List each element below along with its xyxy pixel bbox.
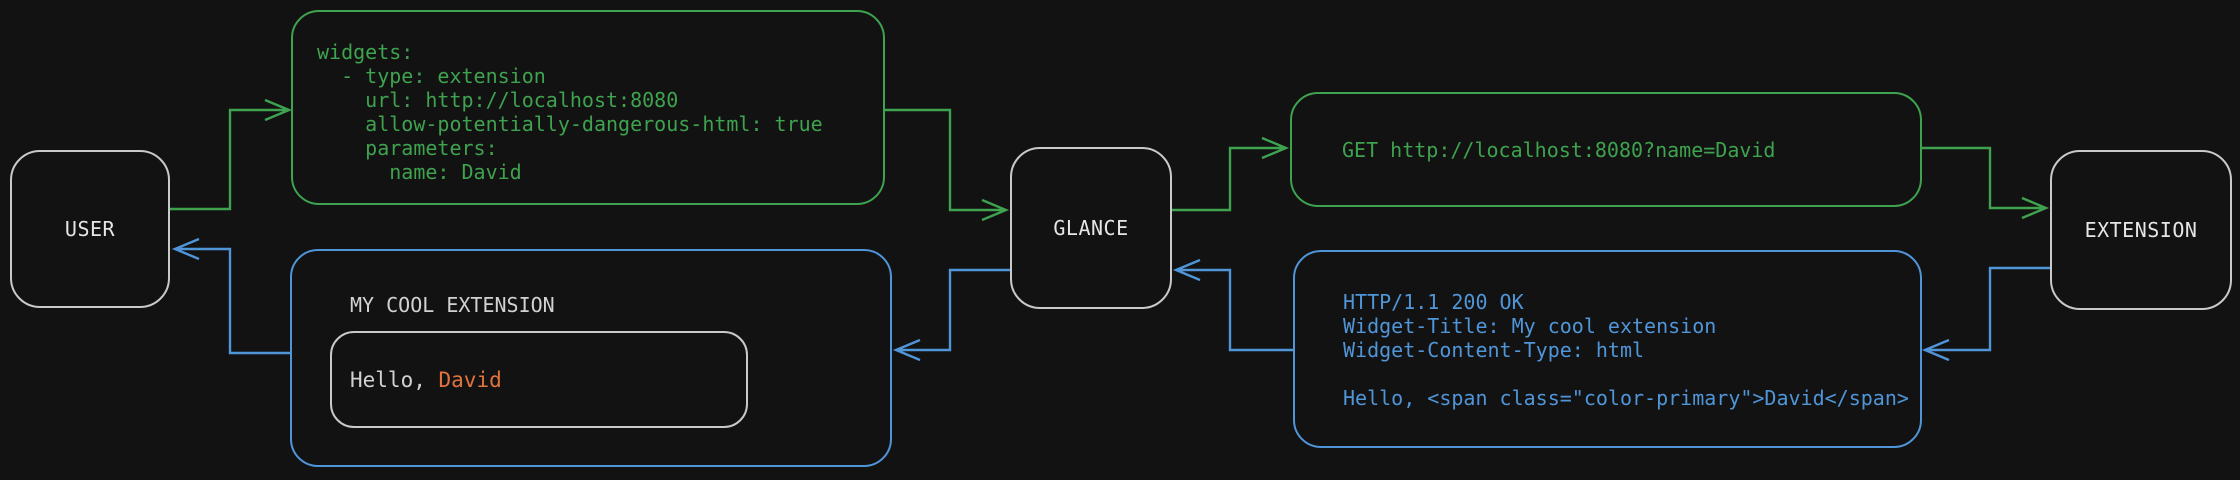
arrow-response-to-glance <box>1172 258 1293 352</box>
yaml-line: allow-potentially-dangerous-html: true <box>317 112 823 136</box>
arrow-user-to-config <box>170 98 293 211</box>
response-line <box>1343 362 1900 386</box>
glance-node-label: GLANCE <box>1053 216 1129 240</box>
yaml-line: name: David <box>317 160 522 184</box>
extension-node-label: EXTENSION <box>2084 218 2198 242</box>
arrow-glance-to-widget <box>892 268 1010 362</box>
arrow-glance-to-request <box>1172 136 1290 212</box>
response-line: HTTP/1.1 200 OK <box>1343 290 1524 314</box>
arrow-extension-to-response <box>1921 266 2050 362</box>
arrow-config-to-glance <box>885 108 1010 222</box>
http-request-text: GET http://localhost:8080?name=David <box>1342 137 1776 162</box>
widget-content-frame: Hello, David <box>330 331 748 428</box>
arrow-widget-to-user <box>171 237 290 355</box>
rendered-widget-box: MY COOL EXTENSION Hello, David <box>290 249 892 467</box>
response-line: Hello, <span class="color-primary">David… <box>1343 386 1909 410</box>
response-line: Widget-Title: My cool extension <box>1343 314 1717 338</box>
response-line: Widget-Content-Type: html <box>1343 338 1645 362</box>
yaml-line: url: http://localhost:8080 <box>317 88 679 112</box>
yaml-config-box: widgets: - type: extension url: http://l… <box>291 10 885 205</box>
yaml-line: - type: extension <box>317 64 546 88</box>
yaml-line: parameters: <box>317 136 498 160</box>
yaml-line: widgets: <box>317 40 414 64</box>
user-node-label: USER <box>64 217 116 241</box>
http-response-box: HTTP/1.1 200 OK Widget-Title: My cool ex… <box>1293 250 1922 448</box>
widget-title: MY COOL EXTENSION <box>350 293 555 317</box>
http-request-box: GET http://localhost:8080?name=David <box>1290 92 1922 207</box>
extension-node: EXTENSION <box>2050 150 2232 310</box>
user-node: USER <box>10 150 170 308</box>
arrow-request-to-extension <box>1922 146 2050 220</box>
glance-node: GLANCE <box>1010 147 1172 309</box>
greeting-prefix: Hello, <box>350 367 439 392</box>
greeting-name: David <box>438 367 502 392</box>
